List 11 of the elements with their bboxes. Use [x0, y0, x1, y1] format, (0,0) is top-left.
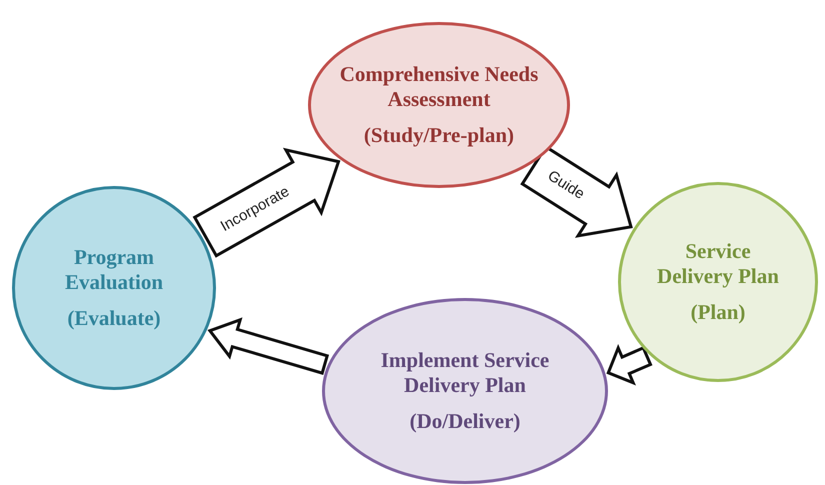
stage-subtitle: (Do/Deliver)	[410, 408, 520, 434]
stage-title: Implement Service Delivery Plan	[380, 348, 550, 399]
block-arrow	[192, 148, 340, 258]
stage-title: Service Delivery Plan	[656, 239, 780, 290]
stage-subtitle: (Plan)	[690, 300, 746, 325]
stage-title: Program Evaluation	[64, 245, 164, 296]
stage-subtitle: (Evaluate)	[67, 306, 161, 331]
stage-title: Comprehensive Needs Assessment	[339, 62, 539, 113]
block-arrow	[606, 344, 652, 386]
stage-subtitle: (Study/Pre-plan)	[364, 122, 514, 148]
block-arrow	[207, 317, 330, 375]
